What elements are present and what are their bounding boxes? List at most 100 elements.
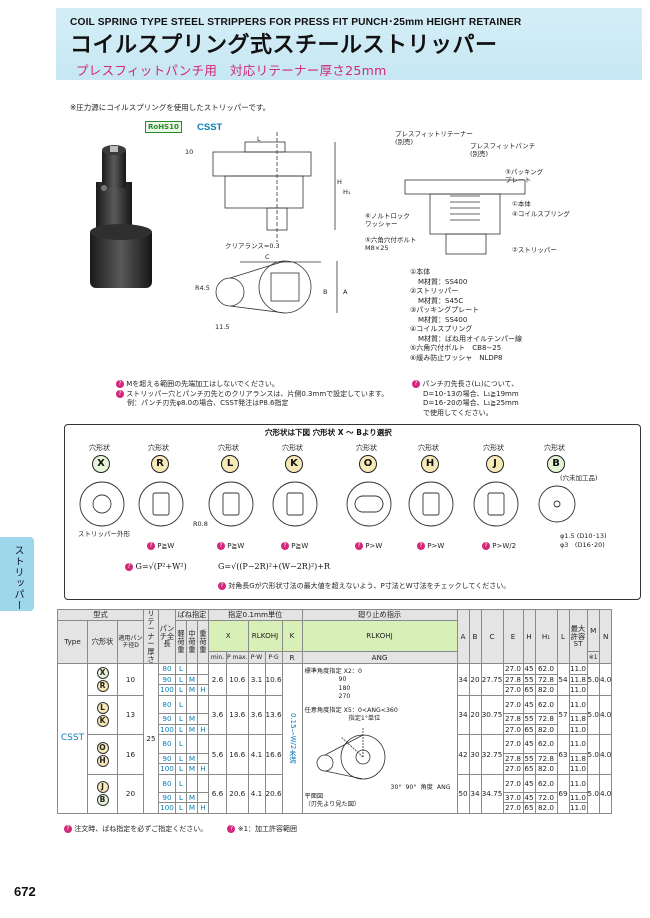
cell-E: 27.8: [502, 673, 524, 686]
cell-ST: 11.8: [568, 673, 588, 686]
pink-mark-icon: ?: [116, 380, 124, 388]
cell-H: 55: [522, 673, 536, 686]
cell-punch-len: 100: [158, 802, 176, 814]
th-katashiki: 型式: [57, 609, 144, 621]
hole-shape-condition-text: P≧W: [157, 542, 175, 550]
cell-H1: 62.0: [534, 694, 558, 715]
cell-E: 27.0: [502, 734, 524, 754]
cell-A: 50: [456, 773, 470, 814]
pink-mark-icon: ?: [227, 825, 236, 833]
cell-mid: M: [186, 723, 198, 736]
cell-ST: 11.0: [568, 684, 588, 696]
cell-heavy: [197, 792, 209, 804]
cell-heavy: [197, 773, 209, 793]
callout-stripper: ②ストリッパー: [512, 246, 557, 254]
clearance-label: クリアランス=0.3: [225, 242, 280, 250]
cell-punch-len: 90: [158, 792, 176, 804]
angle-label: 角度: [420, 784, 433, 792]
note-line: 例：パンチ刃先φ8.0の場合、CSST発注はP8.6指定: [127, 399, 289, 407]
cell-pwmin: 3.1: [247, 663, 266, 696]
note-line: で使用してください。: [423, 408, 493, 417]
pink-mark-icon: ?: [116, 389, 124, 398]
material-line: M材質：S45C: [418, 296, 464, 305]
cell-d: 10: [117, 663, 144, 696]
material-line: ①本体: [410, 268, 431, 276]
stripper-outline-label: ストリッパー外形: [78, 530, 130, 538]
cell-pgmax: 16.6: [264, 734, 283, 775]
cell-H1: 82.0: [534, 684, 558, 696]
cell-H: 45: [522, 694, 536, 715]
cell-H1: 62.0: [534, 663, 558, 675]
th-light: 軽荷重: [175, 619, 187, 665]
callout-spring: ④コイルスプリング: [512, 210, 570, 218]
ana-letter: X: [96, 666, 109, 679]
cell-H1: 62.0: [534, 773, 558, 793]
cell-heavy: [197, 752, 209, 765]
material-line: ⑤六角穴付ボルト CB8−25: [410, 344, 502, 352]
pink-mark-icon: ?: [64, 825, 72, 833]
angle-diagram: [316, 727, 385, 780]
cell-light: L: [175, 763, 187, 775]
cell-N: 4.0: [598, 773, 613, 814]
cell-E: 27.0: [502, 773, 524, 793]
angle-label: 90°: [405, 784, 417, 792]
pink-mark-icon: ?: [482, 542, 490, 550]
hole-shape-condition: ? P≧W: [147, 542, 174, 550]
cell-light: L: [175, 684, 187, 696]
materials-list: ①本体 M材質：SS400 ②ストリッパー M材質：S45C ③パッキングプレー…: [410, 268, 522, 363]
cell-H1: 72.8: [534, 752, 558, 765]
th-mid: 中荷重: [186, 619, 198, 665]
cell-M: 5.0: [586, 734, 600, 775]
th-ana: 穴形状: [87, 619, 118, 665]
th-type: Type: [57, 619, 88, 665]
hole-shape-b: B: [547, 455, 565, 473]
hole-shape-caption: 穴形状: [89, 444, 110, 452]
cell-pmin: 5.6: [208, 734, 227, 775]
subtitle: プレスフィットパンチ用 対応リテーナー厚さ25mm: [76, 63, 387, 78]
ana-letter: R: [96, 679, 109, 692]
dim-A: A: [343, 288, 348, 296]
cell-heavy: [197, 673, 209, 686]
th-spring: ばね指定: [175, 609, 209, 621]
cell-punch-len: 100: [158, 723, 176, 736]
cell-C: 27.75: [480, 663, 504, 696]
th-heavy: 重荷重: [197, 619, 209, 665]
hole-shape-drawing: [408, 481, 454, 527]
cell-mid: [186, 773, 198, 793]
hole-shape-drawing: [473, 481, 519, 527]
th-rlkohj: RLKOHJ: [247, 619, 283, 653]
cell-d: 16: [117, 734, 144, 775]
footer-notes: ? 注文時、ばね指定を必ずご指定ください。 ? ※1：加工許容範囲: [64, 824, 297, 834]
pink-mark-icon: ?: [355, 542, 363, 550]
cell-mid: [186, 734, 198, 754]
side-view-drawing: L 10 H H₁ クリアランス=0.3 R4.5 C B A 11.5: [185, 132, 351, 331]
hole-shape-condition-text: P≧W: [227, 542, 245, 550]
cell-B: 20: [468, 663, 482, 696]
pink-mark-icon: ?: [218, 582, 226, 590]
cell-light: L: [175, 673, 187, 686]
ana-letter: J: [96, 781, 109, 794]
angle-label: ANG: [436, 784, 451, 792]
cell-B: 20: [468, 694, 482, 736]
material-line: ③パッキングプレート: [410, 306, 480, 314]
pink-mark-icon: ?: [412, 380, 420, 388]
dim-11-5: 11.5: [215, 323, 229, 331]
cell-punch-len: 80: [158, 734, 176, 754]
hole-shape-k: K: [285, 455, 303, 473]
type-label: CSST: [197, 122, 223, 133]
side-tab[interactable]: ストリッパー: [0, 537, 34, 611]
cell-pgmax: 10.6: [264, 663, 283, 696]
header-band: [56, 8, 642, 80]
hole-shape-condition: ? P>W/2: [482, 542, 516, 550]
cell-mid: M: [186, 752, 198, 765]
cell-light: L: [175, 713, 187, 725]
material-line: M材質：ばね用オイルテンパー線: [418, 334, 523, 343]
cell-heavy: [197, 734, 209, 754]
mawari-line: 90: [338, 676, 347, 684]
hole-shape-caption: 穴形状: [544, 444, 565, 452]
